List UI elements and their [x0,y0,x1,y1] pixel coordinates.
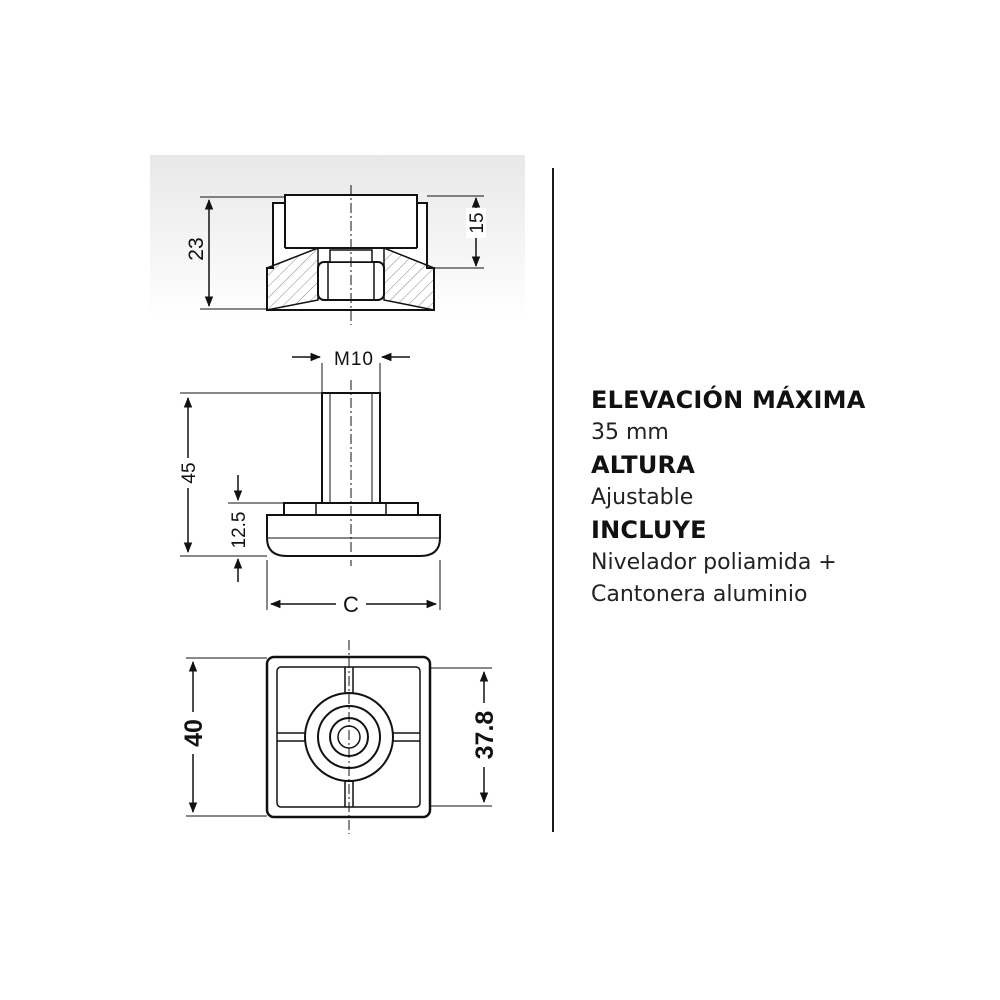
includes-value-line1: Nivelador poliamida + [591,550,837,575]
height-value: Ajustable [591,485,694,510]
includes-label: INCLUYE [591,516,707,544]
dimension-40-label: 40 [180,719,208,747]
dimension-23-label: 23 [185,237,208,260]
specifications-panel: ELEVACIÓN MÁXIMA 35 mm ALTURA Ajustable … [591,384,991,611]
cap-right-wall [383,246,435,311]
vertical-divider [552,168,554,832]
dimension-c-label: C [343,592,359,617]
includes-value-line2: Cantonera aluminio [591,582,808,607]
foot-side-view: M10 45 12.5 C [177,349,441,617]
dimension-45-label: 45 [179,462,200,483]
height-label: ALTURA [591,451,696,479]
technical-drawing: 23 15 M10 45 [150,155,525,834]
foot-base [266,514,441,557]
elevation-label: ELEVACIÓN MÁXIMA [591,386,866,414]
cap-left-wall [266,246,319,311]
cap-section-view: 23 15 [150,155,525,325]
foot-plan-view: 40 37.8 [180,640,499,834]
dimension-m10-label: M10 [334,349,374,370]
dimension-15-label: 15 [467,212,488,233]
dimension-12-5-label: 12.5 [229,512,250,549]
elevation-value: 35 mm [591,420,669,445]
dimension-37-8-label: 37.8 [471,711,499,760]
